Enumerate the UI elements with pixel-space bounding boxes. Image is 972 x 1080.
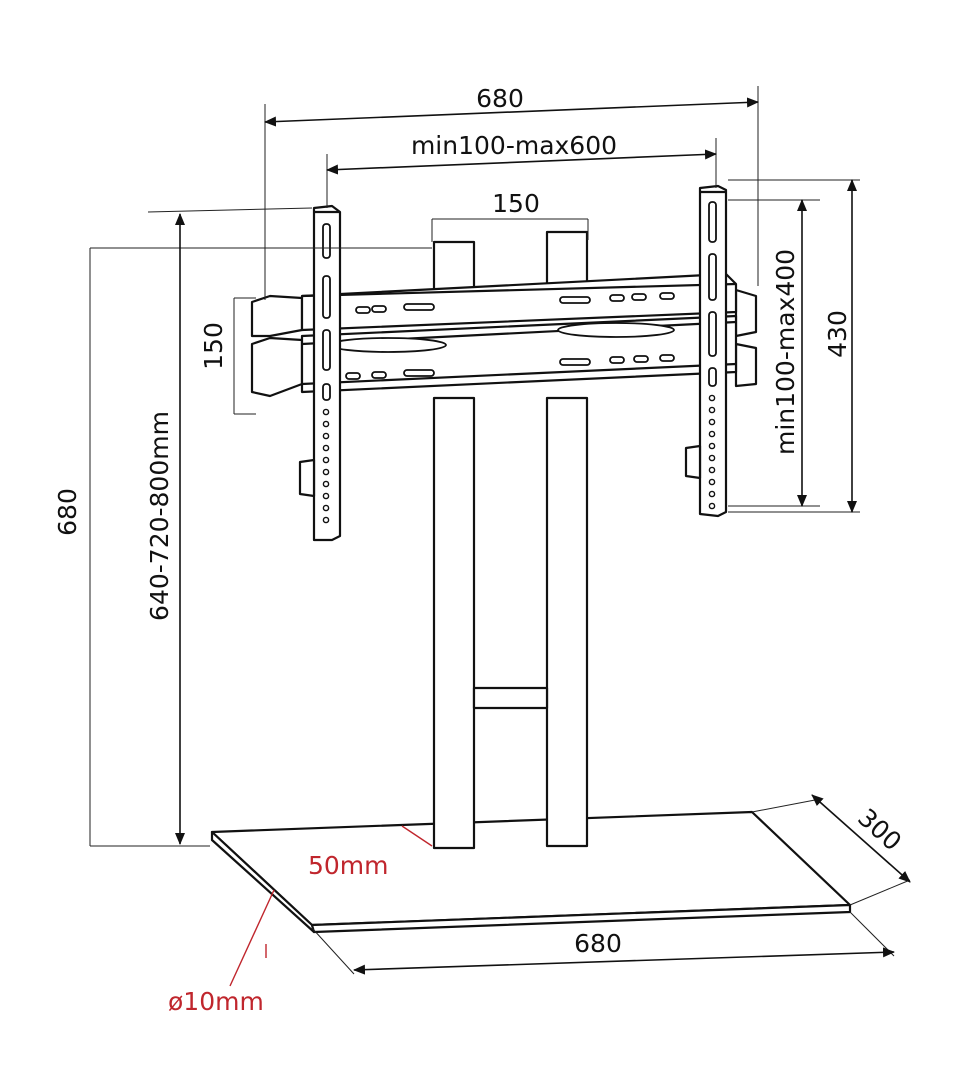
dimension-arrows xyxy=(175,97,911,975)
left-vertical-arm xyxy=(298,204,342,542)
left-column xyxy=(432,240,476,850)
column-crossbar xyxy=(472,686,549,710)
top-width-arrow xyxy=(264,97,759,127)
total-height-label: 680 xyxy=(53,488,82,536)
base-width-arrow xyxy=(353,947,895,975)
right-column xyxy=(545,230,589,848)
vesa-horizontal-arrow xyxy=(326,149,717,175)
vesa-horizontal-label: min100-max600 xyxy=(411,131,617,160)
right-vertical-arm xyxy=(684,184,728,518)
column-spacing-label: 150 xyxy=(492,189,540,218)
arm-height-label: 430 xyxy=(823,310,852,358)
bracket-height-label: 150 xyxy=(199,322,228,370)
top-width-label: 680 xyxy=(476,84,524,113)
base-width-label: 680 xyxy=(574,929,622,958)
glass-thickness-label: ø10mm xyxy=(168,987,264,1016)
mounting-bracket xyxy=(250,272,758,398)
vesa-vertical-label: min100-max400 xyxy=(771,249,800,455)
extension-lines xyxy=(89,86,911,975)
red-callout-leaders xyxy=(229,825,433,987)
base-depth-label: 300 xyxy=(852,803,907,856)
base-depth-arrow xyxy=(811,794,911,883)
height-options-label: 640-720-800mm xyxy=(145,411,174,621)
column-to-base-edge-label: 50mm xyxy=(308,851,389,880)
